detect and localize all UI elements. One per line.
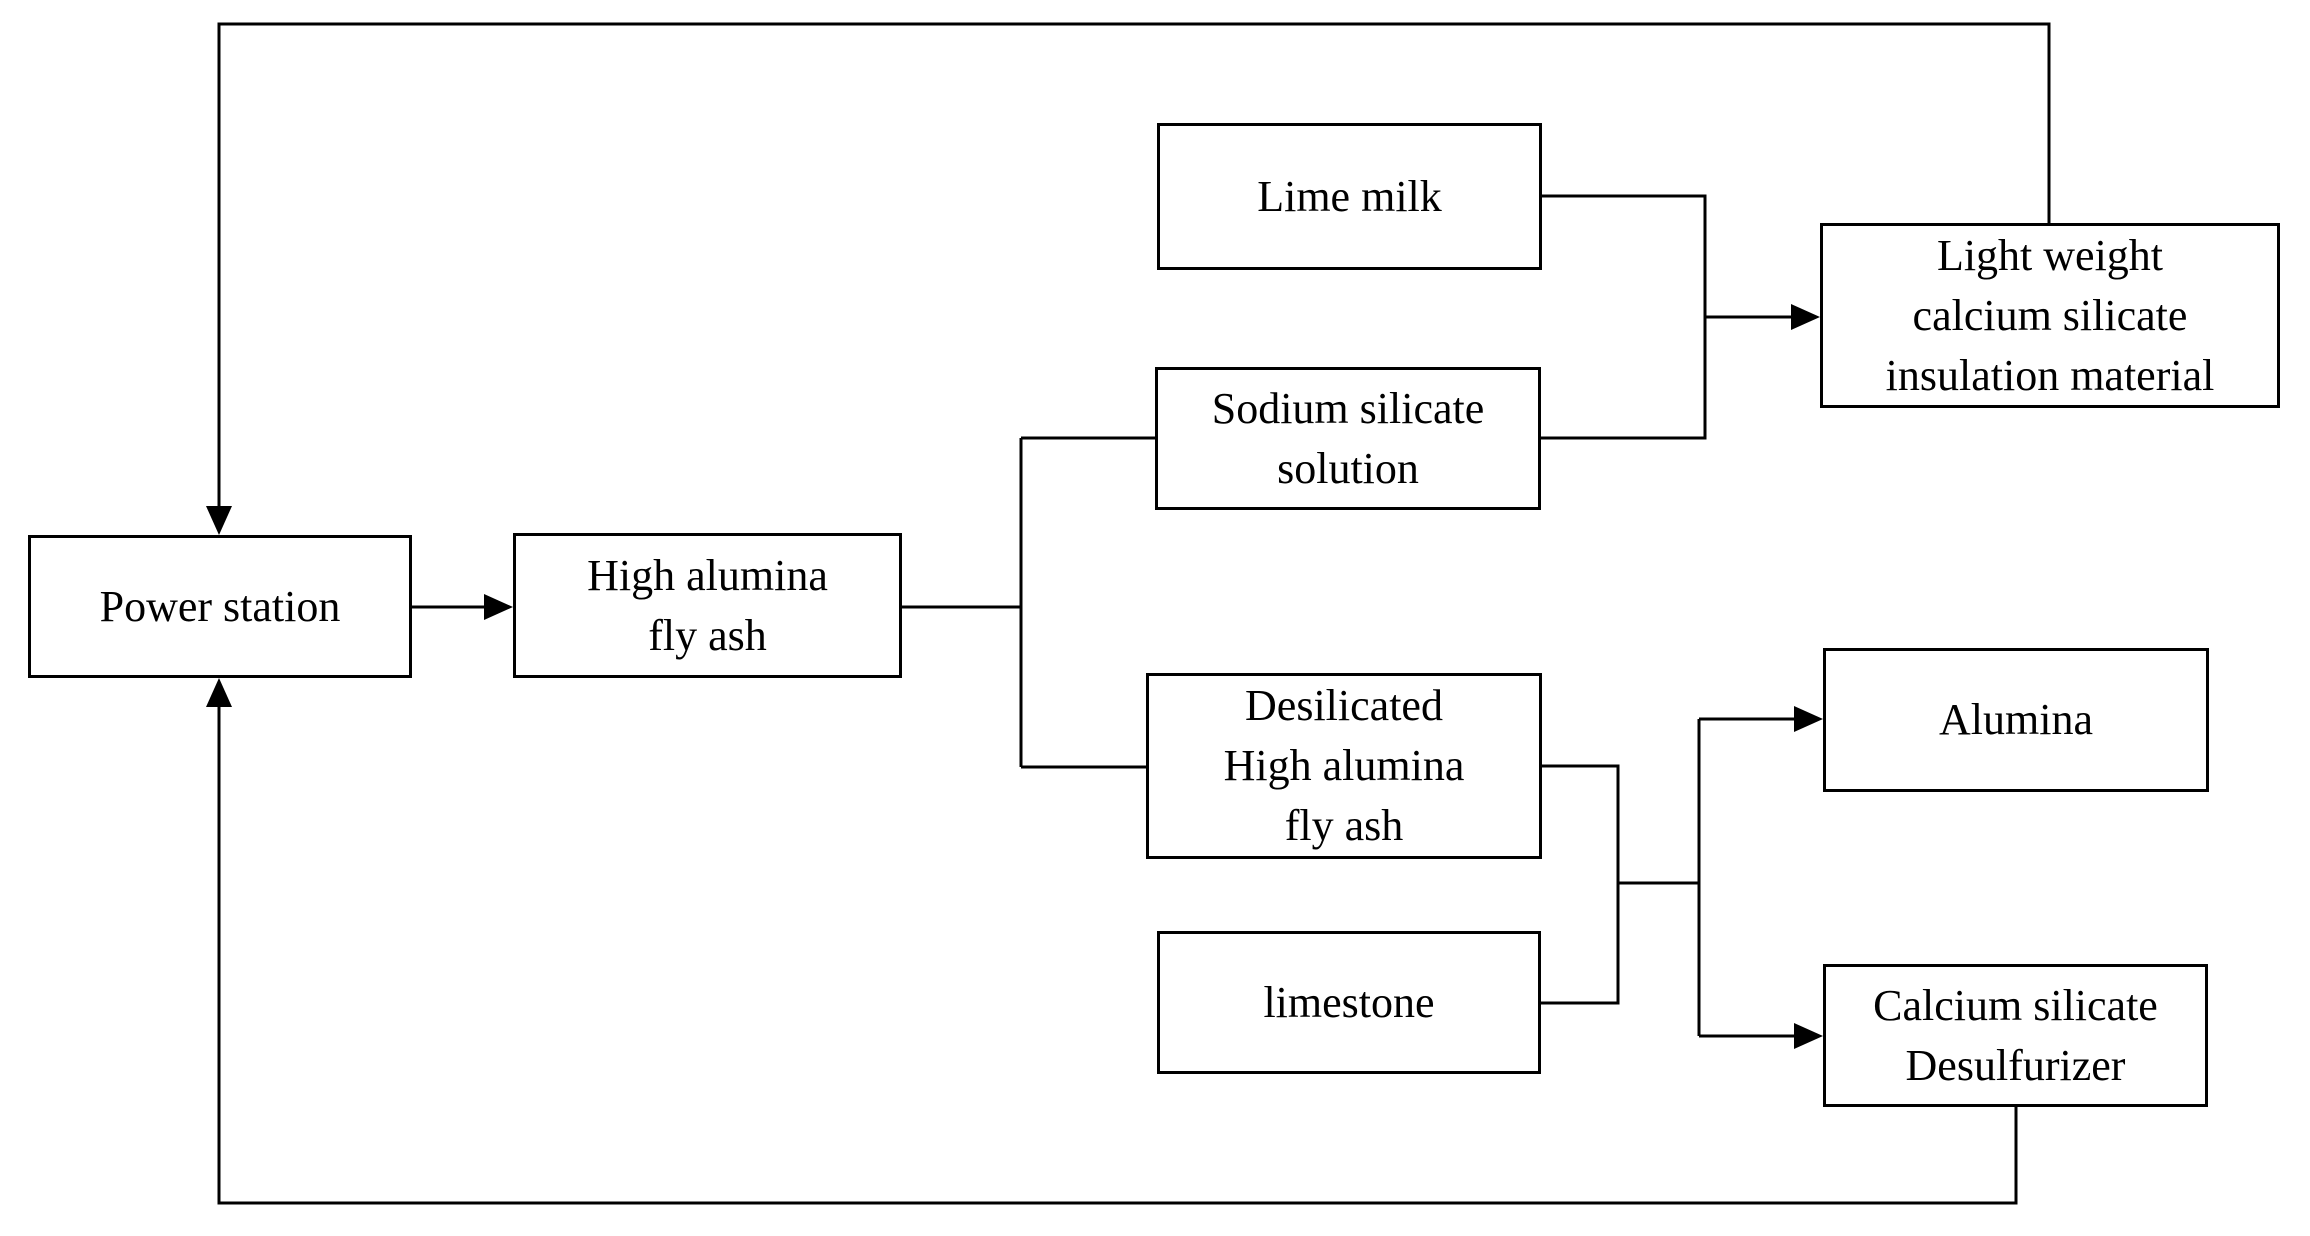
- node-sodium-silicate-solution: Sodium silicate solution: [1155, 367, 1541, 510]
- node-calcium-silicate-desulfurizer: Calcium silicate Desulfurizer: [1823, 964, 2208, 1107]
- edge-desulfurizer-to-powerstation: [217, 703, 2018, 1205]
- node-power-station: Power station: [28, 535, 412, 678]
- node-high-alumina-fly-ash: High alumina fly ash: [513, 533, 902, 678]
- arrowhead-into-highalumina: [484, 594, 513, 620]
- node-lime-milk: Lime milk: [1157, 123, 1542, 270]
- arrowhead-into-alumina: [1794, 706, 1823, 732]
- node-desilicated-high-alumina-fly-ash: Desilicated High alumina fly ash: [1146, 673, 1542, 859]
- arrowhead-into-powerstation-bottom: [206, 678, 232, 707]
- node-alumina: Alumina: [1823, 648, 2209, 792]
- node-light-weight-insulation-label: Light weight calcium silicate insulation…: [1885, 230, 2215, 400]
- node-alumina-label: Alumina: [1939, 695, 2093, 744]
- edge-desilicated-limestone-merge: [1541, 764, 1620, 1005]
- edge-limemilk-sodium-merge: [1541, 194, 1707, 440]
- node-sodium-silicate-solution-label: Sodium silicate solution: [1211, 383, 1485, 493]
- node-limestone: limestone: [1157, 931, 1541, 1074]
- arrowhead-into-powerstation-top: [206, 506, 232, 535]
- node-calcium-silicate-desulfurizer-label: Calcium silicate Desulfurizer: [1873, 980, 2158, 1090]
- node-high-alumina-fly-ash-label: High alumina fly ash: [587, 550, 828, 660]
- node-lime-milk-label: Lime milk: [1257, 171, 1442, 221]
- edge-lightweight-to-powerstation: [217, 22, 2051, 510]
- node-light-weight-insulation: Light weight calcium silicate insulation…: [1820, 223, 2280, 408]
- arrowhead-into-desulfurizer: [1794, 1023, 1823, 1049]
- node-power-station-label: Power station: [99, 581, 341, 631]
- node-desilicated-high-alumina-fly-ash-label: Desilicated High alumina fly ash: [1223, 681, 1465, 850]
- arrowhead-into-lightweight: [1791, 304, 1820, 330]
- node-limestone-label: limestone: [1263, 977, 1435, 1027]
